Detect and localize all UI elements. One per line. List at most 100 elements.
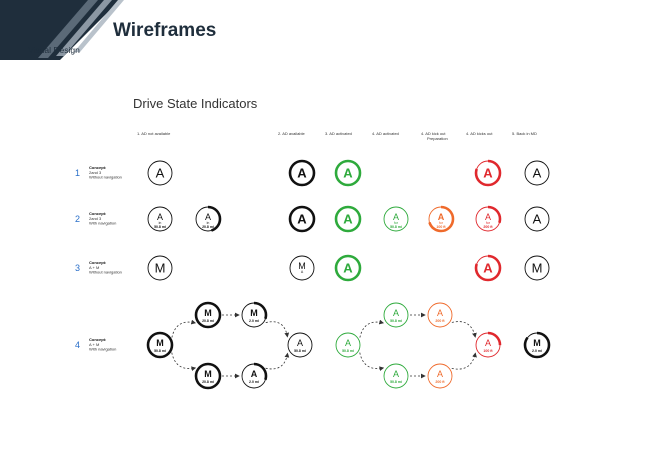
section-title: Drive State Indicators [133, 96, 258, 111]
column-header: 4. AD kick out [421, 131, 446, 136]
indicator-letter: A [393, 369, 399, 379]
drive-state-indicator: A [288, 205, 316, 233]
indicator-letter: M [250, 308, 258, 318]
drive-state-indicator: M2.0 mi [523, 331, 551, 359]
indicator-letter: A [205, 212, 211, 222]
indicator-sub: for [394, 221, 399, 225]
drive-state-indicator: MA [289, 255, 315, 281]
indicator-progress-arc [474, 205, 502, 233]
indicator-letter: A [483, 166, 493, 181]
indicator-distance: 50.8 mi [154, 225, 166, 229]
drive-state-indicator: M20.8 mi [194, 301, 222, 329]
indicator-sub: for [486, 221, 491, 225]
indicator-ring [147, 160, 173, 186]
transition-arrow [265, 352, 290, 370]
indicator-letter: A [437, 308, 443, 318]
indicator-letter: M [298, 261, 306, 271]
column-header: 3. AD activated [325, 131, 352, 136]
indicator-distance: 2.0 mi [249, 380, 259, 384]
indicator-letter: A [393, 212, 399, 222]
indicator-letter: A [483, 261, 493, 276]
drive-state-indicator: A [474, 254, 502, 282]
indicator-letter: M [156, 338, 164, 348]
drive-state-indicator: A [334, 254, 362, 282]
indicator-ring [147, 206, 173, 232]
indicator-distance: 50.8 mi [390, 225, 402, 229]
drive-state-indicator: A2.0 mi [240, 362, 268, 390]
transition-arrow [451, 352, 477, 370]
transition-arrow [265, 321, 290, 338]
indicator-ring [524, 160, 550, 186]
indicator-distance: 100 ft [436, 225, 446, 229]
indicator-letter: A [297, 338, 303, 348]
indicator-letter: A [343, 166, 353, 181]
drive-state-indicator: M [147, 255, 173, 281]
column-header: 1. AD not available [137, 131, 171, 136]
row-number: 3 [75, 263, 80, 273]
row-concept-text: With navigation [89, 347, 116, 352]
indicator-letter: A [393, 308, 399, 318]
indicator-ring [194, 301, 222, 329]
page-subtitle: Visual Design [28, 45, 80, 55]
indicator-ring [147, 255, 173, 281]
indicator-ring [524, 206, 550, 232]
column-header: 2. AD available [278, 131, 305, 136]
row-concept-label: Concept: [89, 260, 106, 265]
indicator-ring [146, 331, 174, 359]
indicator-ring [334, 159, 362, 187]
drive-state-indicator: A50.8 mi [383, 363, 409, 389]
indicator-letter: A [251, 369, 258, 379]
row-concept-text: 2and 3 [89, 170, 102, 175]
indicator-sub: A [301, 270, 304, 274]
indicator-distance: 100 ft [483, 349, 493, 353]
column-header: 5. Back in MD [512, 131, 537, 136]
indicator-ring [287, 332, 313, 358]
drive-state-indicator: A [334, 159, 362, 187]
row-concept-text: 2and 3 [89, 216, 102, 221]
indicator-distance: 20.8 mi [202, 319, 214, 323]
indicator-ring [289, 255, 315, 281]
drive-state-indicator: M50.8 mi [146, 331, 174, 359]
page-title: Wireframes [113, 20, 217, 41]
indicator-letter: A [345, 338, 351, 348]
indicator-sub: in [159, 221, 162, 225]
row-concept-text: A + M [89, 342, 99, 347]
indicator-distance: 20.8 mi [202, 225, 214, 229]
indicator-distance: 20.8 mi [202, 380, 214, 384]
indicator-letter: A [438, 212, 445, 222]
indicator-ring [427, 363, 453, 389]
indicator-letter: A [437, 369, 443, 379]
indicator-ring [194, 362, 222, 390]
indicator-ring [288, 205, 316, 233]
indicator-sub: for [439, 221, 444, 225]
indicator-distance: 50.8 mi [294, 349, 306, 353]
column-header: Preparation [427, 136, 448, 141]
indicator-ring [383, 206, 409, 232]
drive-state-indicator: M2.0 mi [240, 301, 268, 329]
indicator-letter: A [297, 212, 307, 227]
drive-state-indicator: A [288, 159, 316, 187]
drive-state-indicator: A50.8 mi [335, 332, 361, 358]
indicator-letter: M [155, 261, 166, 276]
row-concept-text: Without navigation [89, 175, 122, 180]
indicator-letter: M [533, 338, 541, 348]
indicator-progress-arc [474, 159, 502, 187]
indicator-letter: M [204, 308, 212, 318]
indicator-distance: 50.8 mi [342, 349, 354, 353]
indicator-progress-arc [427, 205, 455, 233]
indicator-ring [383, 302, 409, 328]
drive-state-indicator: A50.8 mi [287, 332, 313, 358]
indicator-letter: A [485, 212, 491, 222]
indicator-ring [427, 302, 453, 328]
drive-state-indicator: A [334, 205, 362, 233]
transition-arrow [359, 352, 385, 372]
indicator-letter: M [532, 261, 543, 276]
indicator-ring [524, 255, 550, 281]
